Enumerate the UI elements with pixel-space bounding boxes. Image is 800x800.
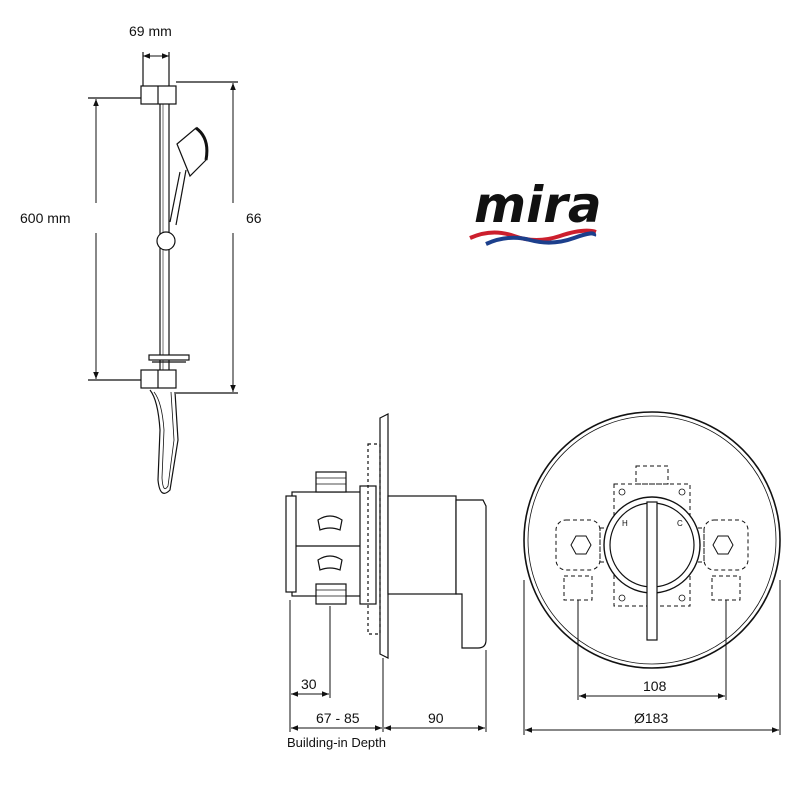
valve-side-view	[285, 413, 487, 659]
dim-183-label: Ø183	[634, 710, 668, 726]
rail-height-label: 600 mm	[20, 210, 71, 226]
side-view-dimensions	[289, 600, 487, 732]
building-in-depth-caption: Building-in Depth	[287, 735, 386, 750]
dim-30-label: 30	[301, 676, 317, 692]
rail-dimensions	[93, 53, 236, 392]
svg-text:H: H	[622, 519, 628, 528]
rail-overall-label: 66	[246, 210, 262, 226]
dim-90-label: 90	[428, 710, 444, 726]
valve-front-view: H C	[523, 411, 781, 669]
shower-rail-drawing	[88, 52, 238, 494]
logo-wave-blue	[485, 231, 597, 246]
mira-logo: mira	[469, 176, 602, 246]
rail-width-label: 69 mm	[129, 23, 172, 39]
svg-text:C: C	[677, 519, 683, 528]
logo-text: mira	[474, 176, 602, 234]
dim-108-label: 108	[643, 678, 667, 694]
front-view-dimensions	[523, 580, 781, 735]
dim-range-label: 67 - 85	[316, 710, 360, 726]
